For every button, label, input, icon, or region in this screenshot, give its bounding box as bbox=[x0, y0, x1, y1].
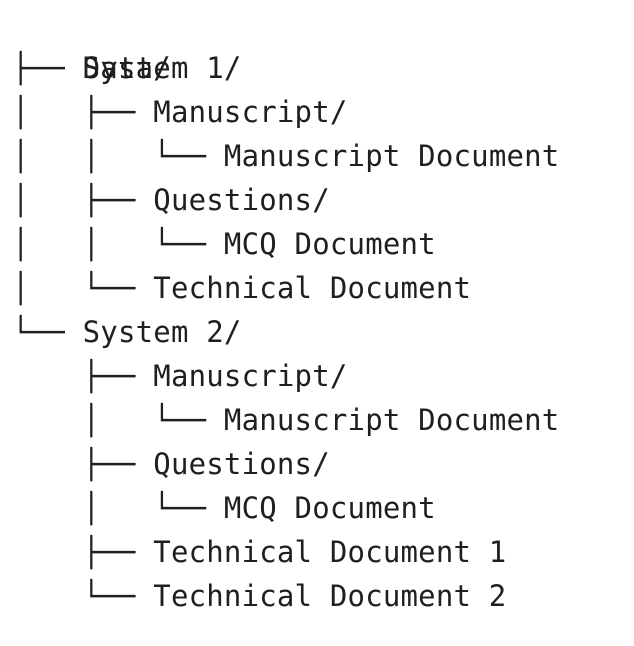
file-label: Manuscript Document bbox=[223, 403, 560, 437]
tree-folder-row: │ ├── Manuscript/ bbox=[12, 90, 559, 134]
folder-label: System 1/ bbox=[82, 51, 242, 85]
tree-folder-row: └── System 2/ bbox=[12, 310, 559, 354]
folder-label: Questions/ bbox=[153, 447, 330, 481]
tree-branch-guide: │ └── bbox=[12, 271, 154, 305]
tree-branch-guide: ├── bbox=[12, 51, 83, 85]
tree-branch-guide: │ ├── bbox=[12, 183, 154, 217]
tree-file-row: ├── Technical Document 1 bbox=[12, 530, 559, 574]
tree-file-row: │ └── Technical Document bbox=[12, 266, 559, 310]
tree-file-row: └── Technical Document 2 bbox=[12, 574, 559, 618]
directory-tree: Data/ ├── System 1/│ ├── Manuscript/│ │ … bbox=[12, 2, 559, 618]
tree-branch-guide: │ │ └── bbox=[12, 227, 224, 261]
tree-file-row: │ │ └── MCQ Document bbox=[12, 222, 559, 266]
tree-file-row: │ └── Manuscript Document bbox=[12, 398, 560, 442]
file-label: Manuscript Document bbox=[223, 139, 560, 173]
file-label: MCQ Document bbox=[223, 491, 436, 525]
file-label: Technical Document 1 bbox=[153, 535, 507, 569]
root-folder-label: Data/ bbox=[82, 51, 171, 85]
tree-branch-guide: │ └── bbox=[12, 403, 224, 437]
tree-branch-guide: ├── bbox=[12, 535, 154, 569]
tree-root: Data/ bbox=[12, 2, 559, 85]
tree-branch-guide: ├── bbox=[12, 359, 154, 393]
folder-label: Manuscript/ bbox=[153, 95, 348, 129]
tree-branch-guide: │ └── bbox=[12, 491, 224, 525]
tree-branch-guide: │ │ └── bbox=[12, 139, 224, 173]
tree-folder-row: │ ├── Questions/ bbox=[12, 178, 559, 222]
tree-branch-guide: └── bbox=[12, 579, 154, 613]
tree-lines: ├── System 1/│ ├── Manuscript/│ │ └── Ma… bbox=[12, 46, 559, 618]
tree-file-row: │ │ └── Manuscript Document bbox=[12, 134, 559, 178]
tree-folder-row: ├── System 1/ bbox=[12, 46, 559, 90]
folder-label: System 2/ bbox=[82, 315, 242, 349]
tree-branch-guide: └── bbox=[12, 315, 83, 349]
tree-branch-guide: │ ├── bbox=[12, 95, 154, 129]
file-label: MCQ Document bbox=[223, 227, 436, 261]
tree-folder-row: ├── Questions/ bbox=[12, 442, 559, 486]
tree-folder-row: ├── Manuscript/ bbox=[12, 354, 559, 398]
folder-label: Manuscript/ bbox=[153, 359, 348, 393]
file-label: Technical Document bbox=[153, 271, 472, 305]
file-label: Technical Document 2 bbox=[153, 579, 507, 613]
tree-branch-guide: ├── bbox=[12, 447, 154, 481]
tree-file-row: │ └── MCQ Document bbox=[12, 486, 559, 530]
folder-label: Questions/ bbox=[153, 183, 330, 217]
